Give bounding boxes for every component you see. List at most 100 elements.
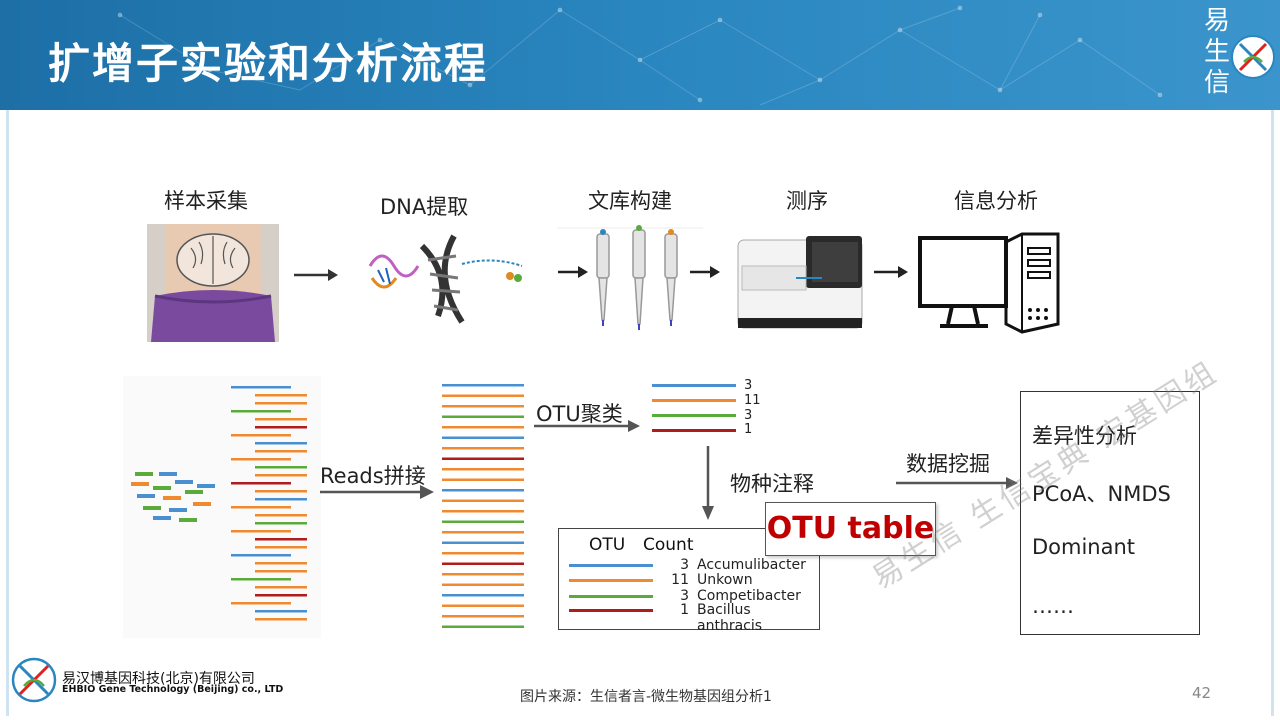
otu-cluster-label: OTU聚类 — [536, 402, 623, 426]
species-annotation-label: 物种注释 — [730, 472, 814, 496]
step-label-sampling: 样本采集 — [164, 189, 248, 213]
brand-char: 生 — [1203, 37, 1230, 67]
otu-row-name: Unkown — [697, 572, 753, 588]
otu-row-name: Competibacter — [697, 588, 801, 604]
aligned-read-line — [231, 434, 291, 437]
aligned-read-line — [255, 522, 307, 525]
aligned-read-line — [255, 418, 307, 421]
result-item: PCoA、NMDS — [1032, 482, 1171, 506]
arrow-right-icon — [690, 266, 720, 278]
read-fragment — [159, 472, 177, 476]
merged-read-line — [442, 573, 524, 576]
merged-read-line — [442, 510, 524, 513]
read-fragment — [131, 482, 149, 486]
otu-row-count: 3 — [680, 588, 689, 604]
read-fragment — [175, 480, 193, 484]
content-frame — [6, 110, 1274, 716]
aligned-read-line — [231, 530, 291, 533]
read-fragment — [185, 490, 203, 494]
aligned-read-line — [231, 578, 291, 581]
brand-name: 易 生 信 — [1200, 6, 1234, 99]
otu-table-row: 3 Accumulibacter — [569, 557, 819, 573]
merged-read-line — [442, 447, 524, 450]
otu-table-row: 3 Competibacter — [569, 588, 819, 604]
merged-read-line — [442, 489, 524, 492]
sequencer-image — [712, 222, 872, 332]
otu-table-header-count: Count — [643, 535, 694, 555]
otu-row-name: Accumulibacter — [697, 557, 806, 573]
aligned-read-line — [231, 410, 291, 413]
data-mining-label: 数据挖掘 — [906, 452, 990, 476]
aligned-read-line — [255, 466, 307, 469]
brand-logo-icon — [1231, 35, 1275, 79]
step-label-library: 文库构建 — [588, 189, 672, 213]
merged-read-line — [442, 478, 524, 481]
read-fragment — [137, 494, 155, 498]
step-label-sequencing: 测序 — [786, 189, 828, 213]
aligned-read-line — [255, 594, 307, 597]
raw-reads-image — [123, 376, 321, 638]
brand-char: 易 — [1203, 6, 1230, 36]
aligned-read-line — [231, 554, 291, 557]
title-banner: 扩增子实验和分析流程 易 生 信 — [0, 0, 1280, 110]
aligned-read-line — [255, 402, 307, 405]
read-fragment — [153, 486, 171, 490]
read-fragment — [143, 506, 161, 510]
page-number: 42 — [1192, 684, 1212, 702]
merged-read-line — [442, 583, 524, 586]
brand-char: 信 — [1203, 68, 1230, 98]
read-fragment — [193, 502, 211, 506]
otu-line-green — [652, 414, 736, 417]
merged-read-line — [442, 394, 524, 397]
arrow-right-icon — [874, 266, 908, 278]
aligned-read-line — [255, 570, 307, 573]
aligned-read-line — [255, 618, 307, 621]
arrow-right-icon — [534, 420, 640, 432]
merged-read-line — [442, 499, 524, 502]
arrow-right-icon — [294, 269, 338, 281]
otu-row-count: 3 — [680, 557, 689, 573]
result-item: 差异性分析 — [1032, 424, 1137, 448]
otu-row-color-line — [569, 595, 653, 598]
otu-row-color-line — [569, 564, 653, 567]
merged-read-line — [442, 468, 524, 471]
otu-row-color-line — [569, 609, 653, 612]
merged-read-line — [442, 531, 524, 534]
otu-line-blue — [652, 384, 736, 387]
aligned-read-line — [255, 474, 307, 477]
merged-read-line — [442, 405, 524, 408]
result-item: Dominant — [1032, 535, 1136, 559]
merged-read-line — [442, 562, 524, 565]
otu-table-badge: OTU table — [765, 502, 936, 556]
aligned-read-line — [255, 426, 307, 429]
sample-collection-image — [147, 224, 279, 342]
aligned-read-line — [255, 442, 307, 445]
merged-read-line — [442, 604, 524, 607]
otu-table-row: 11 Unkown — [569, 572, 819, 588]
aligned-read-line — [255, 610, 307, 613]
arrow-right-icon — [896, 477, 1018, 489]
arrow-right-icon — [558, 266, 588, 278]
otu-row-color-line — [569, 579, 653, 582]
merged-read-line — [442, 426, 524, 429]
company-name-cn: 易汉博基因科技(北京)有限公司 — [62, 671, 255, 687]
aligned-read-line — [231, 602, 291, 605]
merged-read-line — [442, 457, 524, 460]
image-source-note: 图片来源：生信者言-微生物基因组分析1 — [520, 689, 772, 705]
merged-read-line — [442, 552, 524, 555]
merged-read-line — [442, 541, 524, 544]
aligned-read-line — [231, 482, 291, 485]
merged-read-line — [442, 520, 524, 523]
aligned-read-line — [231, 458, 291, 461]
otu-row-name: Bacillus anthracis — [697, 602, 763, 634]
read-fragment — [197, 484, 215, 488]
otu-count: 3 — [744, 408, 753, 423]
otu-cluster-image: 3 11 3 1 — [652, 376, 768, 438]
aligned-read-line — [255, 586, 307, 589]
arrow-down-icon — [702, 446, 714, 520]
merged-read-line — [442, 615, 524, 618]
aligned-read-line — [255, 450, 307, 453]
merged-read-line — [442, 436, 524, 439]
merged-read-line — [442, 384, 524, 387]
otu-count: 1 — [744, 422, 753, 437]
